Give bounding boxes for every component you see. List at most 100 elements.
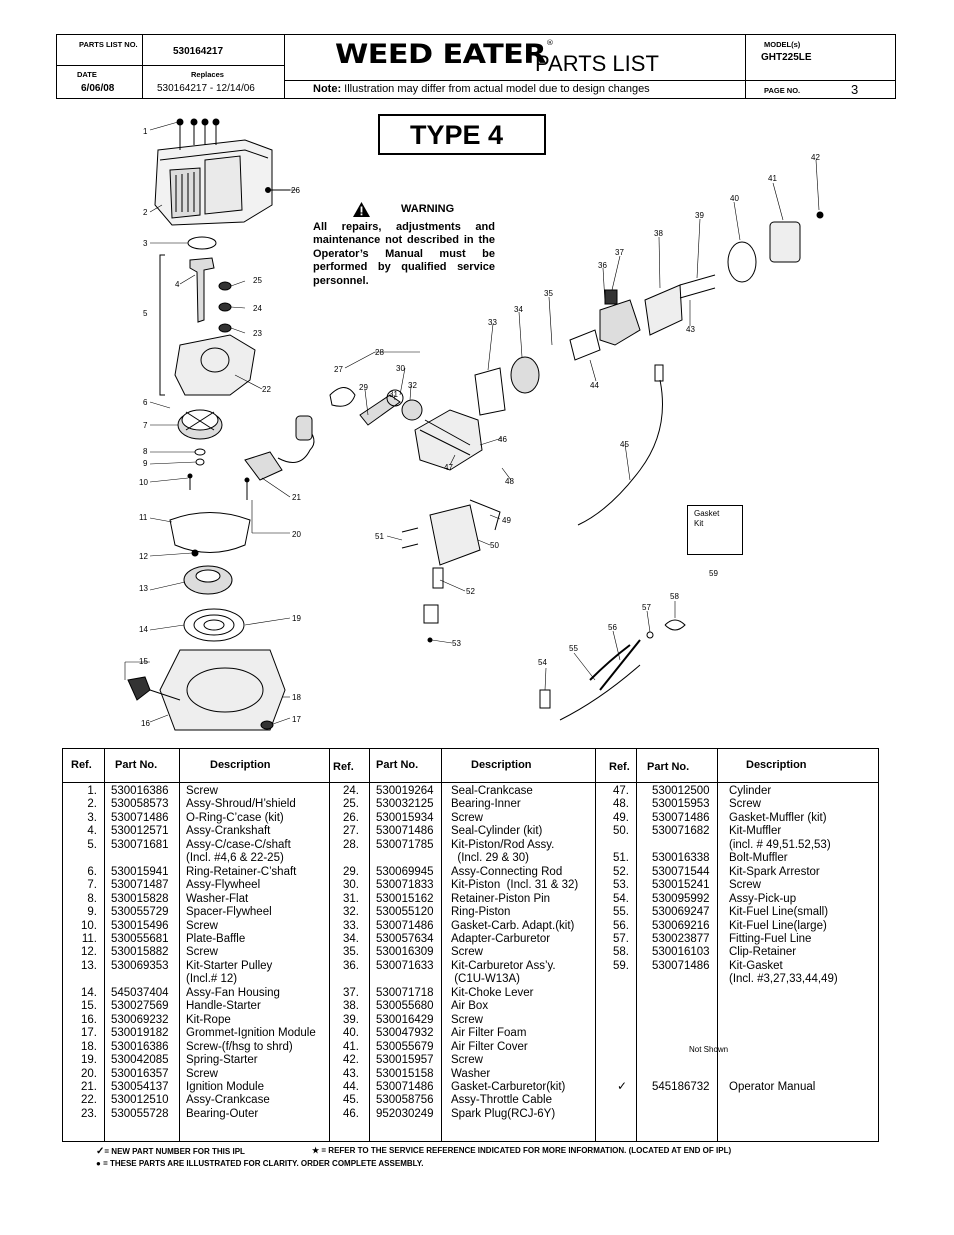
callout-23: 23 [253,329,262,338]
table-cell-part: 530071486 [376,1080,434,1093]
warning-notice: WARNING All repairs, adjustments and mai… [313,202,495,288]
table-cell-desc: Kit-Spark Arrestor [729,865,820,878]
table-cell-desc: Cylinder [729,785,772,797]
header-part-2: Part No. [376,759,419,771]
table-cell-part: 530016309 [376,946,434,959]
operator-manual-desc: Operator Manual [729,1081,816,1093]
table-cell-ref [601,839,629,852]
table-cell-ref: 13. [81,959,97,972]
table-cell-desc: Handle-Starter [186,1000,261,1013]
callout-1: 1 [143,127,148,136]
callout-19: 19 [292,614,301,623]
table-cell-part: 530015828 [111,892,169,905]
date-label: DATE [77,70,97,79]
callout-32: 32 [408,381,417,390]
table-cell-part: 530016357 [111,1067,169,1080]
callout-36: 36 [598,261,607,270]
table-cell-desc: Screw [451,1013,483,1026]
table-cell-ref: 45. [343,1094,359,1107]
table-cell-ref: 29. [343,865,359,878]
table-cell-part: 530015953 [652,798,710,811]
table-cell-part: 530015158 [376,1067,434,1080]
table-cell-ref: 9. [87,906,97,919]
callout-52: 52 [466,587,475,596]
table-cell-desc: (Incl. #4,6 & 22-25) [186,852,284,865]
table-cell-ref: 50. [613,825,629,838]
table-cell-part: 530069945 [376,865,434,878]
table-cell-ref: 53. [613,879,629,892]
table-cell-part: 530015934 [376,811,434,824]
table-cell-part: 530016386 [111,785,169,797]
table-cell-part: 530016429 [376,1013,434,1026]
table-cell-ref: 12. [81,946,97,959]
callout-39: 39 [695,211,704,220]
table-cell-desc: Screw [451,1054,483,1067]
table-cell-ref: 52. [613,865,629,878]
callout-44: 44 [590,381,599,390]
callout-58: 58 [670,592,679,601]
footnote-new-part: ✓= NEW PART NUMBER FOR THIS IPL [96,1146,245,1157]
table-cell-desc: Ring-Piston [451,906,511,919]
callout-47: 47 [444,463,453,472]
table-cell-ref: 56. [613,919,629,932]
table-cell-desc: Air Filter Foam [451,1027,527,1040]
callout-49: 49 [502,516,511,525]
replaces-label: Replaces [191,70,224,79]
table-cell-desc: Kit-Fuel Line(small) [729,906,829,919]
table-cell-desc: Air Filter Cover [451,1040,528,1053]
table-cell-part: 530047932 [376,1027,434,1040]
footnote-service-ref: ★ = REFER TO THE SERVICE REFERENCE INDIC… [312,1146,732,1155]
table-cell-ref: 22. [81,1094,97,1107]
not-shown-label: Not Shown [689,1045,729,1054]
table-cell-part: 530054137 [111,1080,169,1093]
table-cell-ref: 40. [343,1027,359,1040]
table-cell-part: 530016386 [111,1040,169,1053]
table-cell-part: 530015162 [376,892,434,905]
table-cell-ref: 5. [87,838,97,851]
table-cell-ref: 24. [343,785,359,797]
table-cell-desc: Grommet-Ignition Module [186,1027,316,1040]
table-cell-ref: 27. [343,825,359,838]
callout-7: 7 [143,421,148,430]
table-cell-desc: Fitting-Fuel Line [729,932,812,945]
operator-manual-part: 545186732 [652,1081,710,1093]
date-value: 6/06/08 [81,83,115,94]
table-cell-part: 530055728 [111,1107,169,1120]
table-cell-part: 530016338 [652,852,710,865]
table-cell-ref: 41. [343,1040,359,1053]
callout-43: 43 [686,325,695,334]
callout-51: 51 [375,532,384,541]
callout-24: 24 [253,304,262,313]
table-cell-desc: Assy-Fan Housing [186,986,280,999]
col1-refs: 1.2.3.4.5. 6.7.8.9.10.11.12.13. 14.15.16… [69,785,97,1121]
table-cell-part [376,973,434,986]
table-cell-ref: 34. [343,932,359,945]
table-cell-desc: Assy-Connecting Rod [451,865,563,878]
callout-2: 2 [143,208,148,217]
table-cell-desc: Kit-Piston/Rod Assy. [451,838,555,851]
callout-25: 25 [253,276,262,285]
table-cell-part [652,973,710,986]
table-cell-part: 530071833 [376,879,434,892]
callout-13: 13 [139,584,148,593]
table-cell-desc: Seal-Crankcase [451,785,533,797]
table-cell-part: 530012500 [652,785,710,797]
table-cell-ref: 59. [613,959,629,972]
callout-16: 16 [141,719,150,728]
model-value: GHT225LE [761,52,812,63]
table-cell-ref: 58. [613,946,629,959]
table-cell-part: 530012571 [111,825,169,838]
table-cell-part [652,839,710,852]
callout-35: 35 [544,289,553,298]
callout-10: 10 [139,478,148,487]
table-cell-ref: 47. [613,785,629,797]
table-cell-desc: Assy-Shroud/H’shield [186,798,296,811]
callout-30: 30 [396,364,405,373]
parts-table: Ref. Part No. Description Ref. Part No. … [62,748,879,1142]
table-cell-ref: 54. [613,892,629,905]
table-cell-part: 530016103 [652,946,710,959]
table-cell-desc: Screw-(f/hsg to shrd) [186,1040,293,1053]
